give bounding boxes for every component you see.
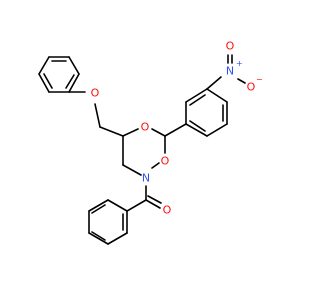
bond-nitro-o-single [237, 78, 246, 84]
bond-carbonyl-o-1 [145, 199, 161, 209]
dioxazinane-ring [122, 128, 166, 176]
svg-text:O: O [91, 87, 100, 100]
svg-text:N: N [142, 172, 150, 185]
atom-ring-nitrogen: N [142, 172, 150, 185]
atom-nitro-oxygen-double: O [226, 40, 235, 53]
svg-text:O: O [163, 204, 172, 217]
atom-ring-oxygen-1: O [141, 121, 150, 134]
atom-nitro-nitrogen: N + [226, 59, 243, 78]
bond-o-ch2 [94, 103, 101, 128]
phenoxy-benzene-ring [38, 56, 80, 93]
bond-carbonyl-ph [126, 199, 147, 212]
bond-ring-aryl [164, 123, 187, 137]
svg-text:O: O [247, 81, 256, 94]
svg-text:O: O [161, 155, 170, 168]
nitrophenyl-benzene-ring [185, 88, 228, 137]
benzoyl-benzene-ring [88, 199, 128, 245]
bond-aryl-nitro [206, 76, 222, 90]
svg-text:O: O [141, 121, 150, 134]
svg-text:+: + [236, 59, 243, 68]
atom-nitro-oxygen-single: O − [247, 75, 263, 94]
atom-carbonyl-oxygen: O [163, 204, 172, 217]
svg-text:−: − [256, 75, 263, 84]
bond-ch2-ring [99, 126, 124, 137]
svg-text:O: O [226, 40, 235, 53]
svg-text:N: N [226, 65, 234, 78]
bond-carbonyl-o-2 [147, 195, 162, 204]
molecule-structure: O O O N O N + O O − [38, 40, 263, 245]
atom-ring-oxygen-2: O [161, 155, 170, 168]
atom-ether-oxygen: O [91, 87, 100, 100]
